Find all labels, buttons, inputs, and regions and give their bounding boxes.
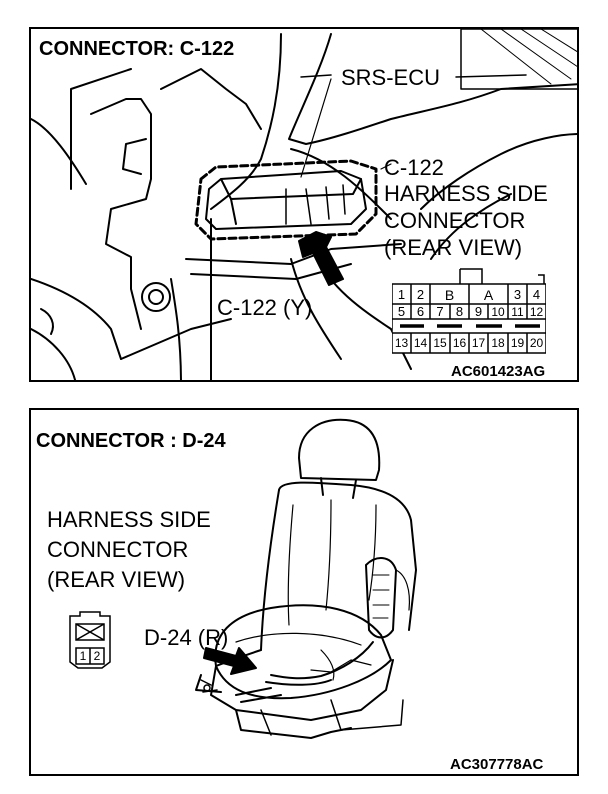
pin-label: 4 xyxy=(532,287,541,302)
connector-label: CONNECTOR xyxy=(47,537,189,562)
connector-d24-panel: CONNECTOR : D-24 HARNESS SIDE CONNECTOR … xyxy=(29,408,579,776)
pin-label: 13 xyxy=(394,336,409,350)
pin-label: A xyxy=(483,287,494,303)
figure-code: AC307778AC xyxy=(450,756,544,773)
connector-color-label: C-122 (Y) xyxy=(217,295,313,320)
connector-label: CONNECTOR xyxy=(384,208,526,233)
pin-label: 18 xyxy=(491,336,505,350)
pin-label: 1 xyxy=(397,287,406,302)
pin-label: B xyxy=(444,287,455,303)
pin-label: 6 xyxy=(416,304,425,319)
pin-label: 2 xyxy=(93,649,101,663)
rear-view-label: (REAR VIEW) xyxy=(47,567,186,592)
connector-id-label: C-122 xyxy=(384,155,444,180)
pin-label: 19 xyxy=(510,336,525,350)
seat-illustration xyxy=(195,418,417,739)
pin-label: 17 xyxy=(471,336,486,350)
connector-title: CONNECTOR: C-122 xyxy=(39,38,235,60)
connector-color-label: D-24 (R) xyxy=(144,625,229,650)
pin-label: 2 xyxy=(416,287,425,302)
figure-code: AC601423AG xyxy=(451,363,546,380)
pin-label: 8 xyxy=(455,304,464,319)
d24-pin-diagram: 1 2 xyxy=(68,610,112,670)
pin-label: 12 xyxy=(529,305,544,319)
pin-label: 3 xyxy=(513,287,522,302)
rear-view-label: (REAR VIEW) xyxy=(384,235,523,260)
pin-label: 11 xyxy=(511,305,524,319)
pin-label: 16 xyxy=(452,336,467,350)
pin-label: 5 xyxy=(397,304,406,319)
pin-label: 7 xyxy=(436,304,444,319)
pin-label: 20 xyxy=(529,336,544,350)
pin-label: 15 xyxy=(433,336,447,350)
pin-label: 9 xyxy=(474,304,483,319)
pin-label: 14 xyxy=(413,336,428,350)
harness-side-label: HARNESS SIDE xyxy=(384,181,548,206)
pin-label: 10 xyxy=(491,305,505,319)
srs-ecu-label: SRS-ECU xyxy=(341,65,441,90)
pin-label: 1 xyxy=(79,649,87,663)
connector-title: CONNECTOR : D-24 xyxy=(36,430,226,452)
srs-ecu-location-illustration xyxy=(31,29,577,380)
connector-c122-panel: CONNECTOR: C-122 SRS-ECU C-122 HARNESS S… xyxy=(29,27,579,382)
c122-pin-diagram: 1 2 B A 3 4 5 6 7 8 9 10 11 12 13 14 15 … xyxy=(392,267,546,355)
harness-side-label: HARNESS SIDE xyxy=(47,507,211,532)
